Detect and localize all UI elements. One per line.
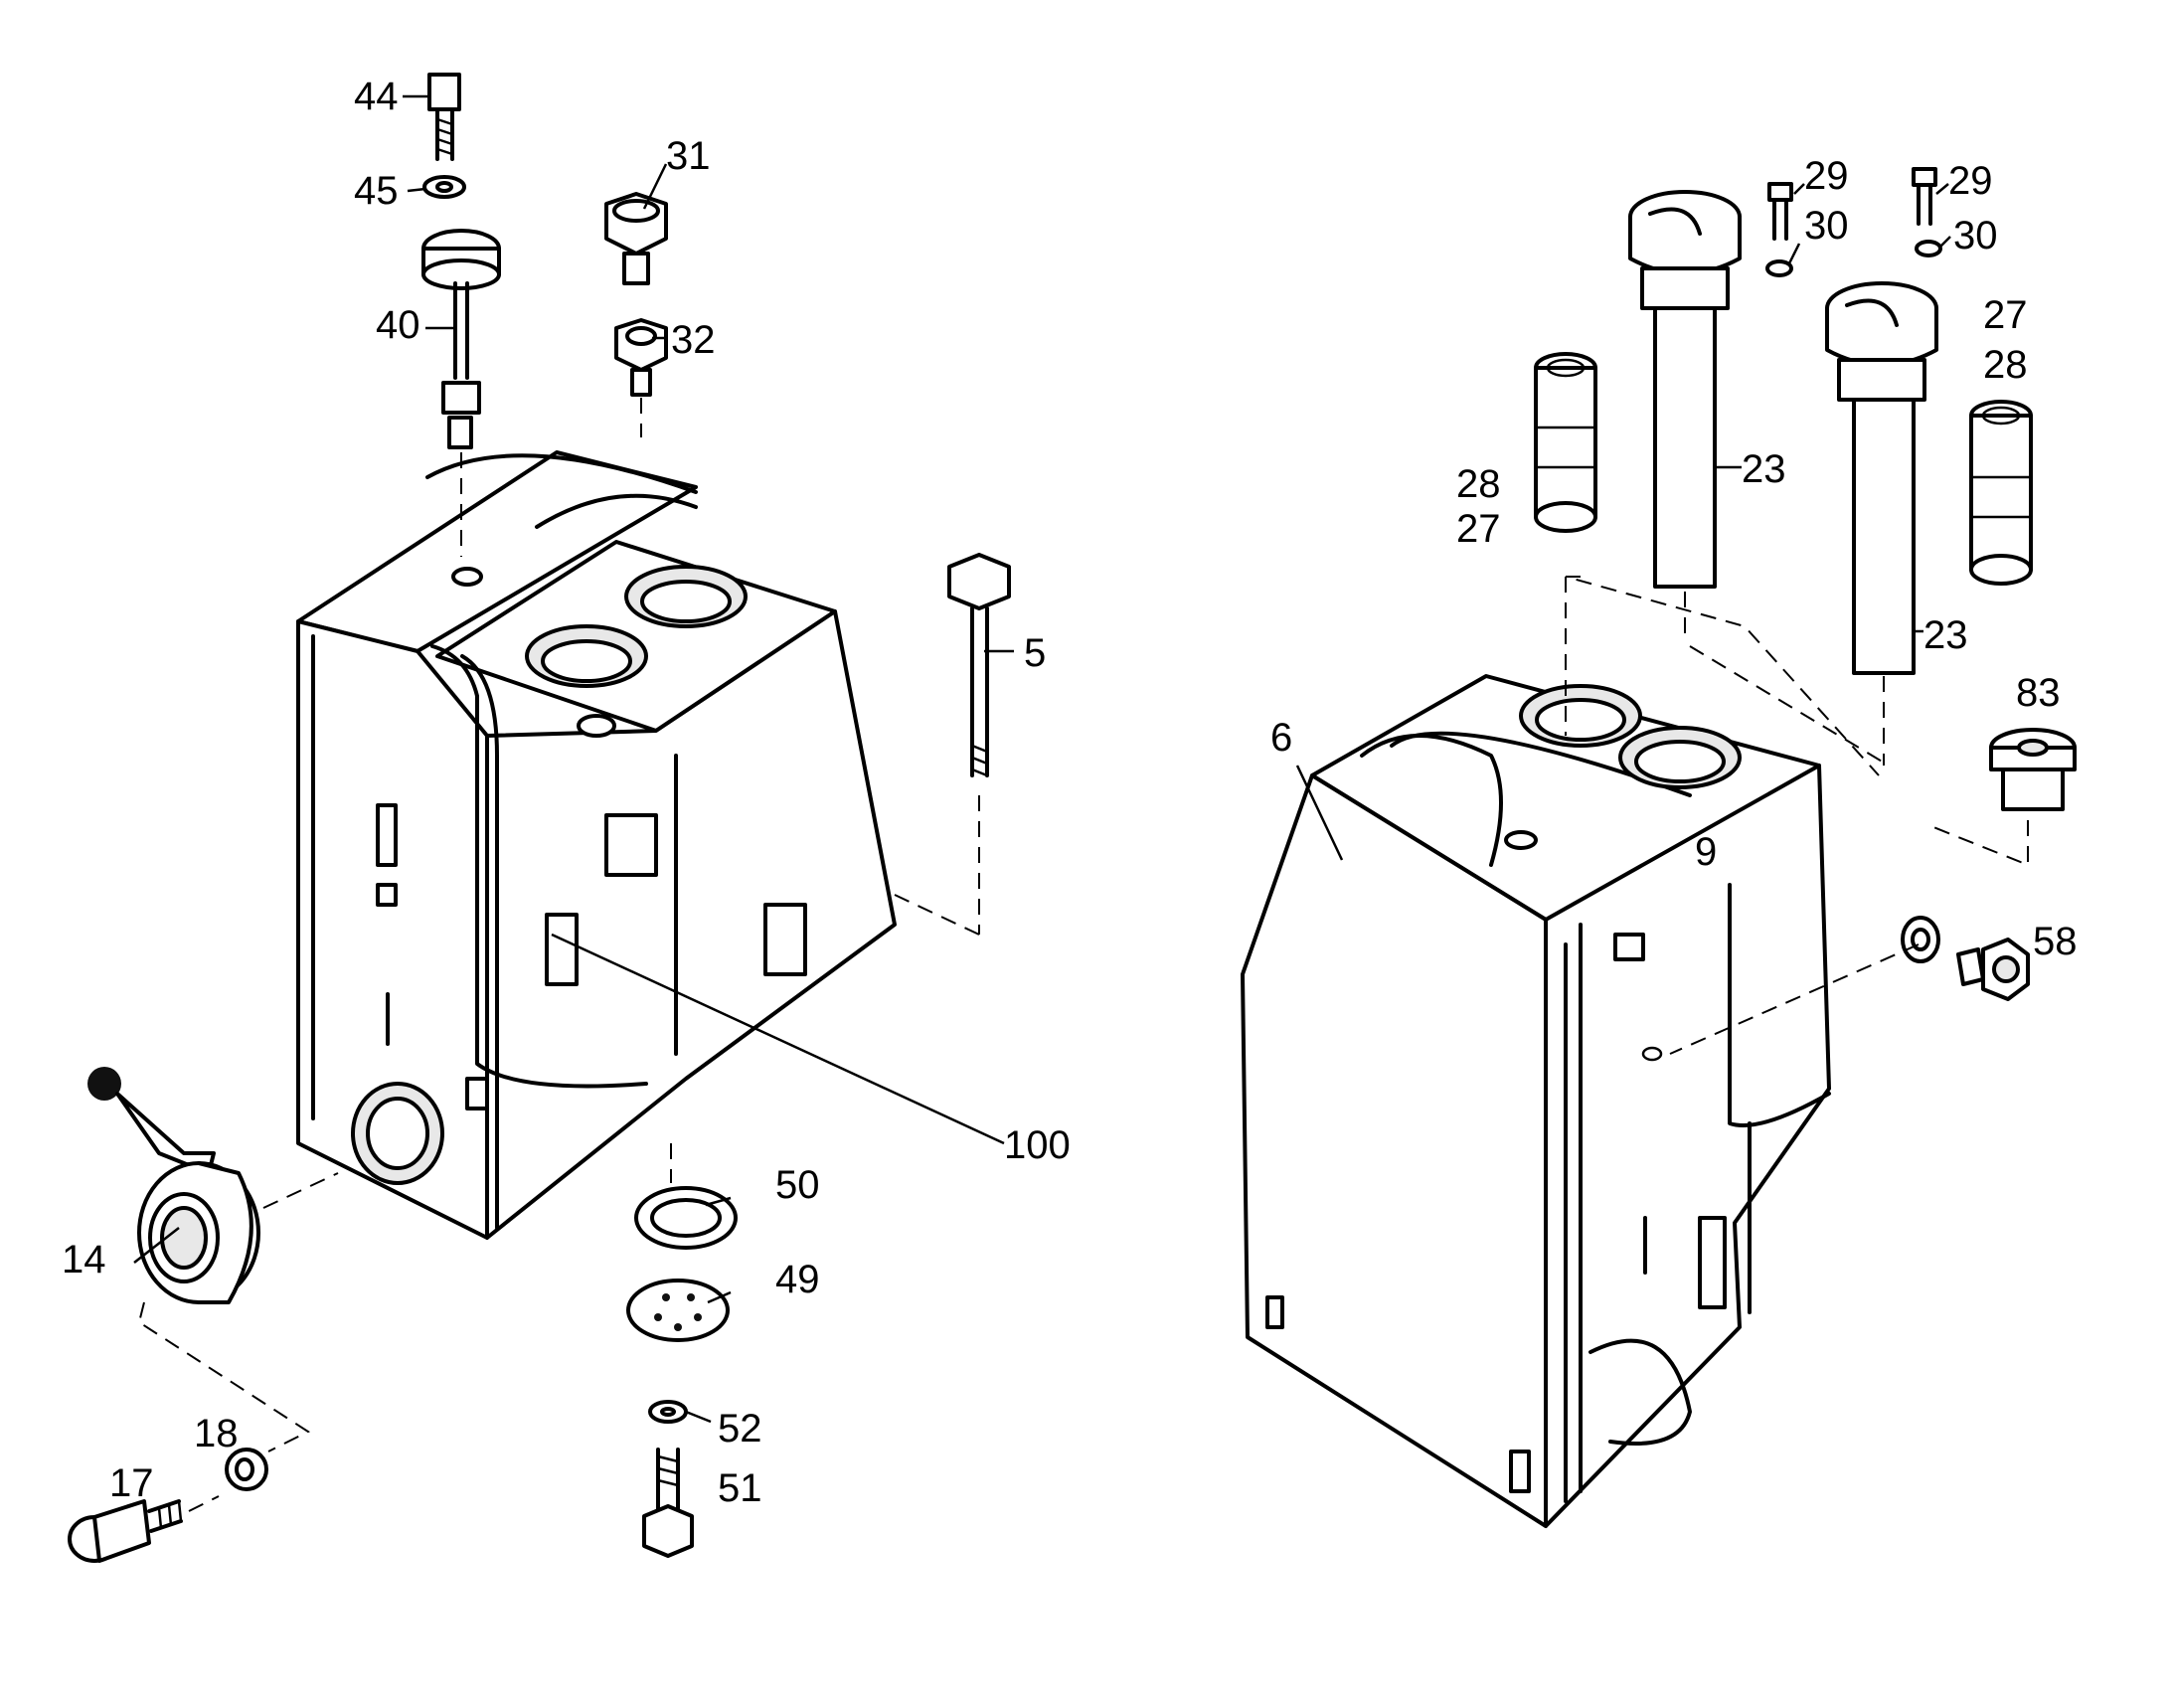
label-32: 32: [671, 318, 716, 362]
part-29-30-bolt-washer-right: [1912, 167, 1942, 257]
label-9: 9: [1695, 830, 1717, 874]
part-28-27-filter-right: [1969, 400, 2033, 586]
part-44-bolt: [427, 73, 461, 161]
part-50-flange-gasket: [634, 1186, 738, 1250]
label-29-left: 29: [1804, 154, 1849, 198]
part-83-plug: [1927, 728, 2077, 867]
label-83: 83: [2016, 671, 2061, 715]
right-tank-body: [1241, 674, 1831, 1528]
right-callout-labels: 29 30 29 30 28 27 23 27 28 23 83 6 9 58: [1270, 154, 2078, 963]
label-23-right: 23: [1923, 613, 1968, 657]
label-52: 52: [718, 1407, 762, 1451]
label-23-left: 23: [1742, 447, 1786, 491]
part-51-screw: [642, 1448, 694, 1558]
label-50: 50: [775, 1163, 820, 1207]
label-40: 40: [376, 303, 420, 347]
part-32-fitting: [614, 318, 668, 437]
left-tank-assembly: 44 45 31 40 32 5 100 50 49 14 18 17 52 5…: [62, 73, 1071, 1563]
left-callout-labels: 44 45 31 40 32 5 100 50 49 14 18 17 52 5…: [62, 75, 1071, 1510]
label-30-right: 30: [1953, 214, 1998, 257]
part-40-dipstick: [421, 229, 501, 557]
label-27-right: 27: [1983, 293, 2028, 337]
label-28-right: 28: [1983, 343, 2028, 387]
label-51: 51: [718, 1466, 762, 1510]
label-28-left: 28: [1456, 462, 1501, 506]
part-14-butterfly-valve: [87, 1067, 339, 1304]
label-5: 5: [1024, 631, 1046, 675]
label-31: 31: [666, 134, 711, 178]
label-27-left: 27: [1456, 507, 1501, 551]
left-tank-body: [296, 450, 897, 1240]
part-23-breather-left: [1628, 190, 1742, 636]
part-28-27-filter-left: [1534, 352, 1597, 533]
part-45-washer: [422, 175, 466, 199]
label-100: 100: [1004, 1123, 1071, 1167]
part-23-breather-right: [1825, 281, 1938, 766]
part-29-30-bolt-washer-left: [1765, 182, 1793, 277]
label-29-right: 29: [1948, 159, 1993, 203]
label-44: 44: [354, 75, 399, 118]
label-6: 6: [1270, 716, 1292, 760]
part-58-washer-nut: [1669, 916, 2030, 1055]
part-52-washer: [648, 1400, 688, 1424]
part-49-plate: [626, 1279, 730, 1342]
right-tank-assembly: 29 30 29 30 28 27 23 27 28 23 83 6 9 58: [1241, 154, 2078, 1528]
label-18: 18: [194, 1412, 239, 1455]
left-leader-lines: [133, 94, 1014, 1424]
part-5-long-bolt: [894, 553, 1011, 936]
label-14: 14: [62, 1238, 106, 1281]
part-31-cap-nut: [604, 192, 668, 285]
part-17-cap-screw: [68, 1495, 220, 1563]
label-17: 17: [109, 1461, 154, 1505]
label-58: 58: [2033, 920, 2078, 963]
label-30-left: 30: [1804, 204, 1849, 248]
label-49: 49: [775, 1258, 820, 1301]
label-45: 45: [354, 169, 399, 213]
part-18-washer: [225, 1448, 268, 1491]
right-leader-lines: [1295, 183, 1951, 861]
